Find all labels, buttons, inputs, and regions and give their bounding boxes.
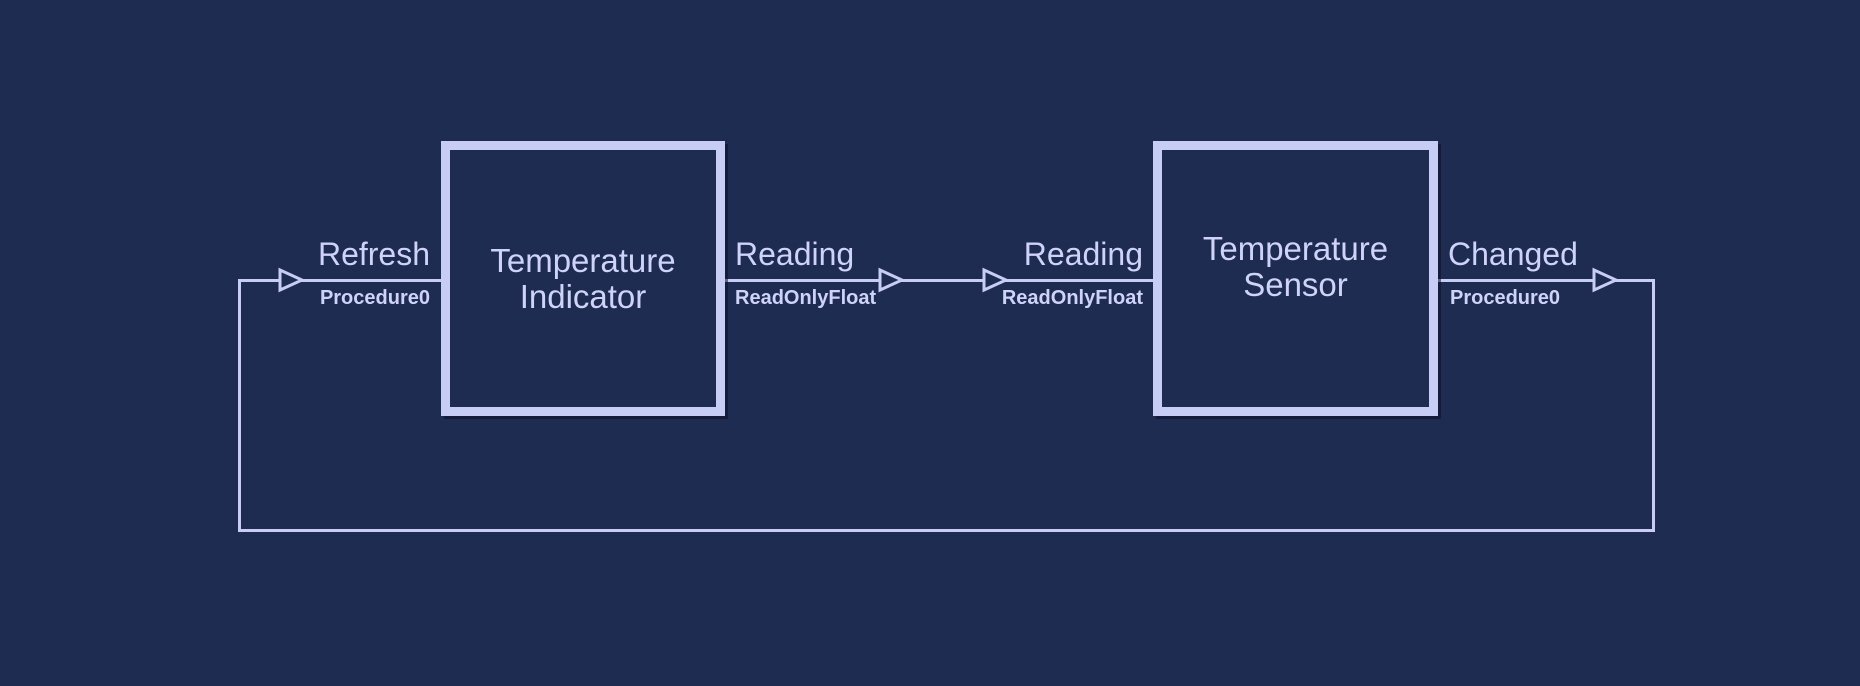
block-temperature-indicator[interactable]: Temperature Indicator xyxy=(441,141,725,416)
block-title: Temperature Sensor xyxy=(1203,231,1388,302)
arrowhead-icon xyxy=(278,267,305,293)
arrowhead-icon xyxy=(1592,267,1619,293)
feedback-loop-right-segment[interactable] xyxy=(1652,279,1655,532)
block-title-line: Indicator xyxy=(519,277,647,315)
feedback-loop-bottom-segment[interactable] xyxy=(238,529,1655,532)
port-name-reading-in: Reading xyxy=(1023,236,1143,272)
block-title-line: Temperature xyxy=(1202,229,1389,267)
feedback-loop-left-segment[interactable] xyxy=(238,279,241,532)
port-type-changed: Procedure0 xyxy=(1450,287,1561,309)
port-name-refresh: Refresh xyxy=(317,236,430,272)
connector-reading-line[interactable] xyxy=(725,279,1153,282)
block-title-line: Sensor xyxy=(1243,265,1348,303)
connector-changed-line[interactable] xyxy=(1438,279,1653,282)
arrowhead-icon xyxy=(982,267,1009,293)
port-type-refresh: Procedure0 xyxy=(319,287,430,309)
port-name-reading-out: Reading xyxy=(735,236,855,272)
block-title: Temperature Indicator xyxy=(490,243,675,314)
port-name-changed: Changed xyxy=(1448,236,1578,272)
block-title-line: Temperature xyxy=(490,241,676,279)
block-temperature-sensor[interactable]: Temperature Sensor xyxy=(1153,141,1438,416)
port-type-reading-out: ReadOnlyFloat xyxy=(735,287,877,309)
arrowhead-icon xyxy=(878,267,905,293)
connector-refresh-line[interactable] xyxy=(238,279,441,282)
port-type-reading-in: ReadOnlyFloat xyxy=(1001,287,1143,309)
